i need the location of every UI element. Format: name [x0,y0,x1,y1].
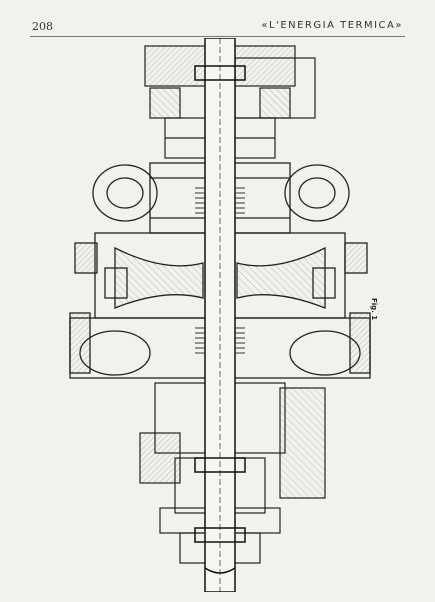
lower-bearing-housing [139,382,326,564]
turbine-cross-section-drawing [69,38,371,592]
impeller-section [74,232,368,319]
journal-title: «L'ENERGIA TERMICA» [261,20,403,31]
page-header: 208 «L'ENERGIA TERMICA» [30,18,405,37]
figure-label: Fig. 1 [370,298,378,321]
labyrinth-seals [195,187,245,354]
central-shaft [194,38,246,592]
page-number: 208 [32,20,53,33]
